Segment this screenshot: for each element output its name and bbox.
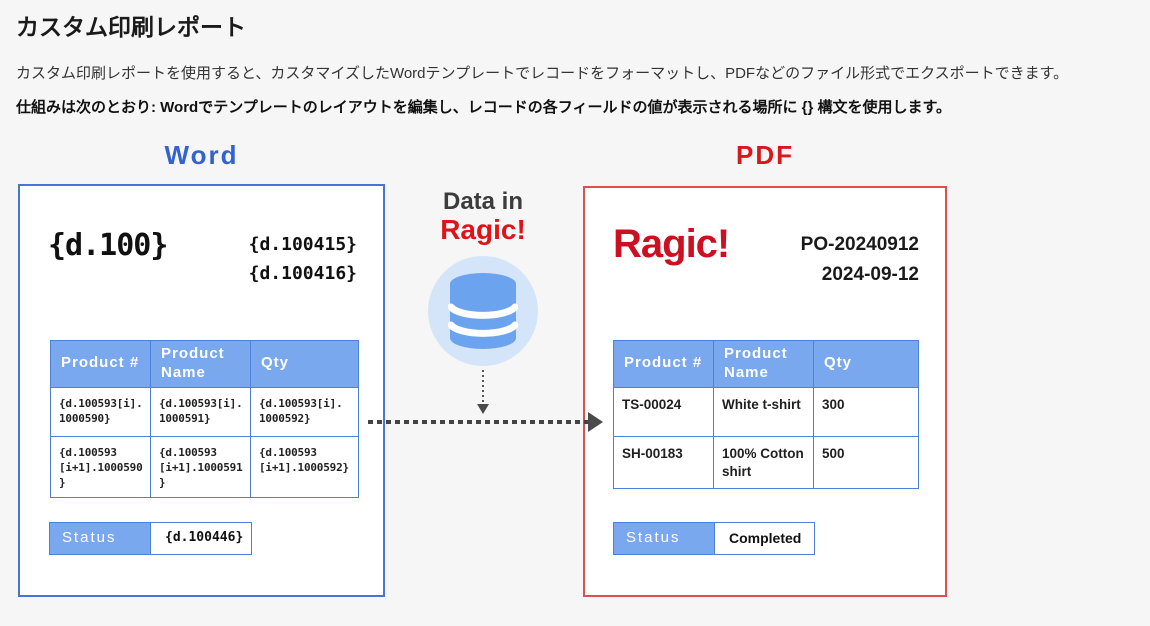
cell: {d.100593 [i+1].1000591} xyxy=(150,435,251,498)
status-label: Status xyxy=(50,523,151,554)
cell: 100% Cotton shirt xyxy=(713,435,814,490)
pdf-items-table: Product # Product Name Qty TS-00024 Whit… xyxy=(613,340,919,490)
page-title: カスタム印刷レポート xyxy=(16,14,246,40)
word-meta-placeholders: {d.100415} {d.100416} xyxy=(249,230,357,288)
flow-arrow-down-icon xyxy=(482,370,484,403)
pdf-doc-number: PO-20240912 xyxy=(800,234,919,255)
cell: {d.100593[i]. 1000591} xyxy=(150,386,251,437)
cell: {d.100593 [i+1].1000590} xyxy=(50,435,151,498)
data-in-label: Data in xyxy=(442,188,523,215)
table-row: SH-00183 100% Cotton shirt 500 xyxy=(613,435,919,490)
table-row: TS-00024 White t-shirt 300 xyxy=(613,386,919,437)
status-label: Status xyxy=(614,523,715,554)
pdf-output-box: Ragic! PO-20240912 2024-09-12 Product # … xyxy=(583,186,947,597)
database-icon xyxy=(428,256,538,366)
flow-arrow-down-head-icon xyxy=(477,404,489,414)
word-meta-placeholder-1: {d.100415} xyxy=(248,234,357,255)
ragic-label: Ragic! xyxy=(440,214,526,245)
cell: {d.100593[i]. 1000590} xyxy=(50,386,151,437)
cell: White t-shirt xyxy=(713,386,814,437)
pdf-status-bar: Status Completed xyxy=(613,522,815,555)
pdf-doc-meta: PO-20240912 2024-09-12 xyxy=(801,230,919,290)
table-row: {d.100593[i]. 1000590} {d.100593[i]. 100… xyxy=(50,386,359,437)
cell: 500 xyxy=(813,435,919,490)
pdf-doc-date: 2024-09-12 xyxy=(821,264,919,285)
word-title-placeholder: {d.100} xyxy=(48,228,168,263)
header-product-name: Product Name xyxy=(713,340,814,388)
cell: 300 xyxy=(813,386,919,437)
table-row: {d.100593 [i+1].1000590} {d.100593 [i+1]… xyxy=(50,435,359,498)
header-product-name: Product Name xyxy=(150,340,251,388)
cell: {d.100593 [i+1].1000592} xyxy=(250,435,359,498)
header-qty: Qty xyxy=(250,340,359,388)
cell: SH-00183 xyxy=(613,435,714,490)
how-it-works-paragraph: 仕組みは次のとおり: Wordでテンプレートのレイアウトを編集し、レコードの各フ… xyxy=(16,99,951,116)
word-template-box: {d.100} {d.100415} {d.100416} Product # … xyxy=(18,184,385,597)
word-items-table: Product # Product Name Qty {d.100593[i].… xyxy=(50,340,359,498)
header-product-number: Product # xyxy=(613,340,714,388)
word-column-label: Word xyxy=(164,140,239,170)
word-status-bar: Status {d.100446} xyxy=(49,522,252,555)
flow-arrow-right-head-icon xyxy=(588,412,603,432)
header-product-number: Product # xyxy=(50,340,151,388)
status-value: Completed xyxy=(729,530,802,546)
table-header-row: Product # Product Name Qty xyxy=(50,340,359,388)
cell: TS-00024 xyxy=(613,386,714,437)
pdf-column-label: PDF xyxy=(736,140,794,170)
ragic-logo: Ragic! xyxy=(613,222,730,266)
flow-arrow-right-icon xyxy=(368,420,588,424)
header-qty: Qty xyxy=(813,340,919,388)
status-value: {d.100446} xyxy=(165,530,244,545)
table-header-row: Product # Product Name Qty xyxy=(613,340,919,388)
cell: {d.100593[i]. 1000592} xyxy=(250,386,359,437)
intro-paragraph: カスタム印刷レポートを使用すると、カスタマイズしたWordテンプレートでレコード… xyxy=(16,65,1069,82)
word-meta-placeholder-2: {d.100416} xyxy=(248,263,357,284)
